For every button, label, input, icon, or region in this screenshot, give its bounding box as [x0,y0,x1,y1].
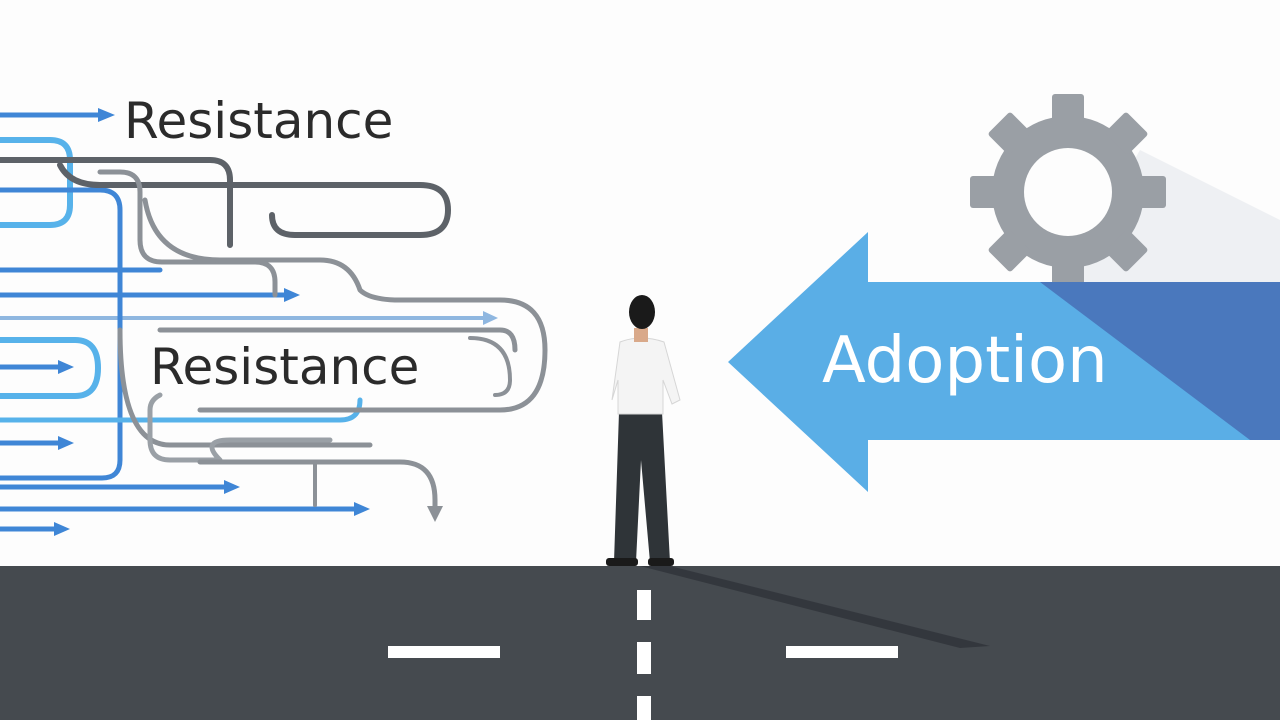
path-loop [117,327,373,448]
path-loop [197,459,438,513]
arrow-head [98,108,115,122]
arrow-head [354,502,370,516]
road-lane-marking-right [786,646,898,658]
gear-shadow [1060,150,1280,300]
adoption-label: Adoption [822,324,1108,398]
path-loop [0,337,101,399]
adoption-arrow-shade [1040,282,1280,440]
path-loop [157,327,518,353]
person-shoe-right [648,558,674,566]
arrow-head [483,311,498,325]
resistance-paths [0,108,548,536]
arrow-head [224,480,240,494]
person-figure [606,295,681,566]
person-shadow [640,566,990,648]
road-dash [637,590,651,620]
person-head [629,295,655,329]
path-loop [142,197,548,413]
resistance-label-top: Resistance [124,92,393,150]
road [0,566,1280,720]
arrow-head [54,522,70,536]
arrow-head [58,360,74,374]
adoption-arrow [728,232,1280,492]
path-loop [0,397,363,423]
arrow-head [427,506,443,522]
road-dash [637,642,651,674]
road-lane-marking-left [388,646,500,658]
resistance-label-middle: Resistance [150,338,419,396]
person-pants [614,412,670,562]
gear-icon [970,94,1166,290]
person-shirt [611,337,681,415]
arrow-head [284,288,300,302]
path-loop [97,169,278,298]
path-loop [0,137,73,228]
path-loop [0,187,123,481]
path-loop [0,157,233,248]
person-shoe-left [606,558,638,566]
arrow-head [58,436,74,450]
path-loop [468,336,512,397]
path-loop [57,162,451,238]
path-loop [147,392,333,463]
road-dash [637,696,651,720]
